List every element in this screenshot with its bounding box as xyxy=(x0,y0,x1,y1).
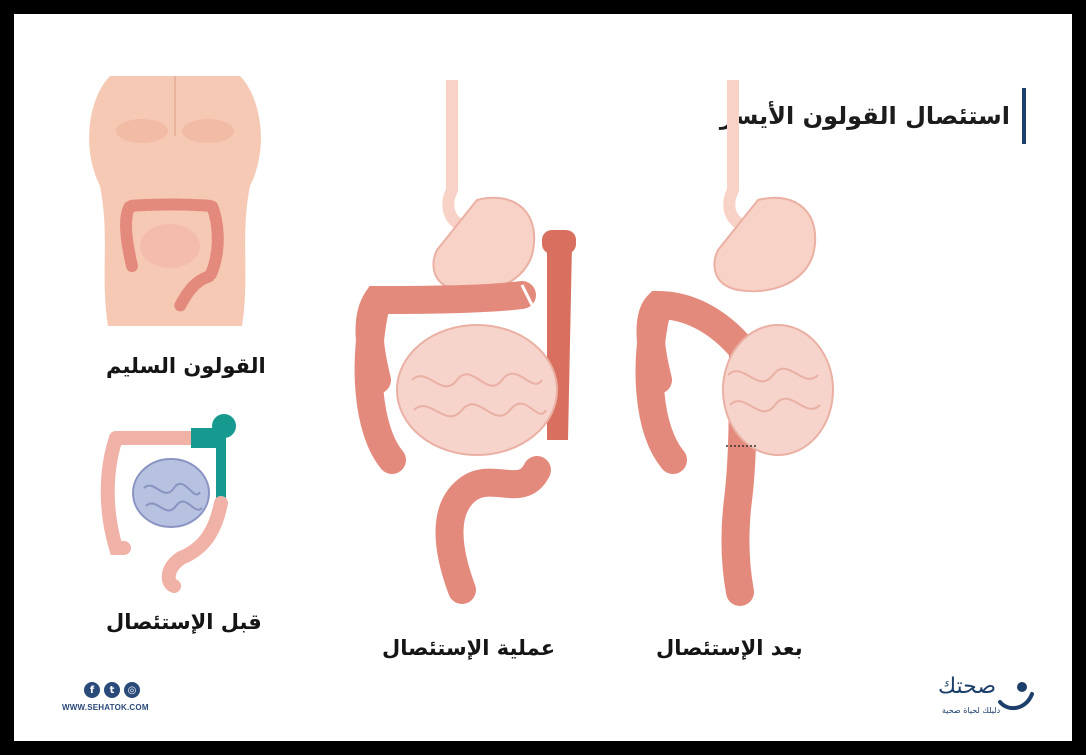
resection-operation-illustration xyxy=(342,80,592,600)
facebook-icon[interactable]: f xyxy=(84,682,100,698)
brand-tagline: دليلك لحياة صحية xyxy=(942,706,1000,715)
before-resection-label: قبل الإستئصال xyxy=(106,610,262,634)
twitter-icon[interactable]: t xyxy=(104,682,120,698)
after-resection-label: بعد الإستئصال xyxy=(656,636,803,660)
diagram-canvas: استئصال القولون الأيسر القولون السليم قب… xyxy=(14,14,1072,741)
operation-label: عملية الإستئصال xyxy=(382,636,555,660)
title-accent-bar xyxy=(1022,88,1026,144)
instagram-icon[interactable]: ◎ xyxy=(124,682,140,698)
brand-logo: صحتك دليلك لحياة صحية xyxy=(934,674,1054,724)
before-resection-illustration xyxy=(96,408,256,588)
footer-contact: f t ◎ WWW.SEHATOK.COM xyxy=(62,682,182,712)
social-icons: f t ◎ xyxy=(84,682,182,698)
healthy-colon-label: القولون السليم xyxy=(106,354,266,378)
healthy-colon-illustration xyxy=(70,76,280,326)
after-resection-illustration xyxy=(618,80,848,600)
brand-swoosh-icon xyxy=(996,680,1036,714)
website-link[interactable]: WWW.SEHATOK.COM xyxy=(62,703,182,712)
brand-name: صحتك xyxy=(938,674,996,699)
